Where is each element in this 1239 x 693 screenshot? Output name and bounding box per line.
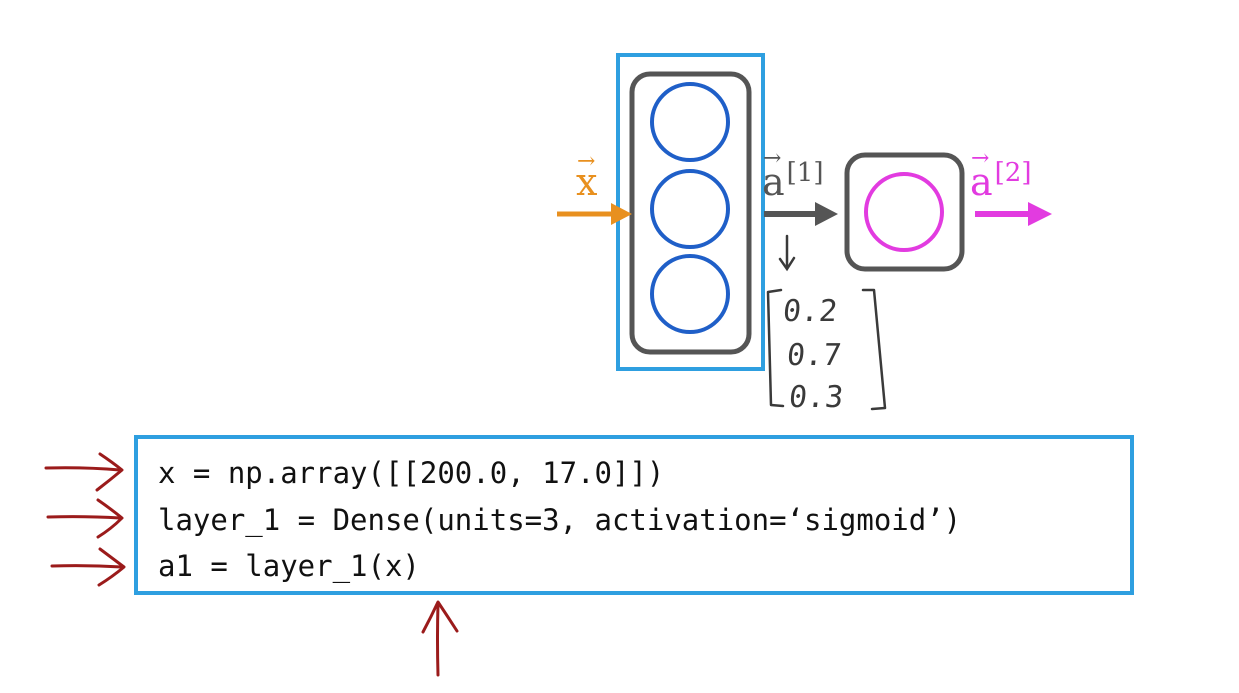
hidden-unit-3 bbox=[650, 254, 730, 334]
hidden-activation-text: a bbox=[762, 160, 785, 204]
input-arrow bbox=[557, 203, 632, 225]
hidden-activation-label: → a[1] bbox=[762, 148, 824, 204]
vector-arrow-icon: → bbox=[577, 149, 596, 174]
hidden-layer-highlight bbox=[616, 53, 765, 371]
annotation-arrow-line-2 bbox=[46, 498, 124, 539]
hidden-unit-1 bbox=[650, 82, 730, 162]
final-activation-label: → a[2] bbox=[970, 148, 1032, 204]
code-line-2: layer_1 = Dense(units=3, activation=‘sig… bbox=[158, 503, 962, 537]
final-output-arrow bbox=[975, 202, 1052, 226]
annotation-arrow-line-3 bbox=[50, 547, 126, 587]
hidden-layer-box bbox=[629, 71, 752, 355]
activation-value-3: 0.3 bbox=[787, 380, 846, 415]
activation-value-1: 0.2 bbox=[781, 294, 840, 329]
input-x-text: x bbox=[576, 160, 598, 204]
hidden-unit-2 bbox=[650, 169, 730, 249]
annotation-arrow-line-1 bbox=[44, 452, 124, 492]
code-line-3: a1 = layer_1(x) bbox=[158, 549, 420, 583]
vector-arrow-icon: → bbox=[971, 146, 990, 171]
final-activation-superscript: [2] bbox=[994, 158, 1032, 188]
annotation-arrow-up bbox=[421, 600, 459, 677]
code-block: x = np.array([[200.0, 17.0]]) layer_1 = … bbox=[134, 435, 1134, 595]
vector-arrow-icon: → bbox=[763, 146, 782, 171]
output-unit bbox=[864, 172, 944, 252]
code-line-1: x = np.array([[200.0, 17.0]]) bbox=[158, 456, 665, 490]
handwritten-down-arrow bbox=[778, 234, 796, 272]
final-activation-text: a bbox=[970, 160, 993, 204]
hidden-activation-superscript: [1] bbox=[786, 158, 824, 188]
activation-value-2: 0.7 bbox=[785, 338, 844, 373]
input-x-label: → x bbox=[576, 151, 598, 204]
hidden-output-arrow bbox=[764, 202, 838, 226]
output-layer-box bbox=[844, 152, 965, 272]
handwritten-brackets bbox=[766, 288, 887, 411]
